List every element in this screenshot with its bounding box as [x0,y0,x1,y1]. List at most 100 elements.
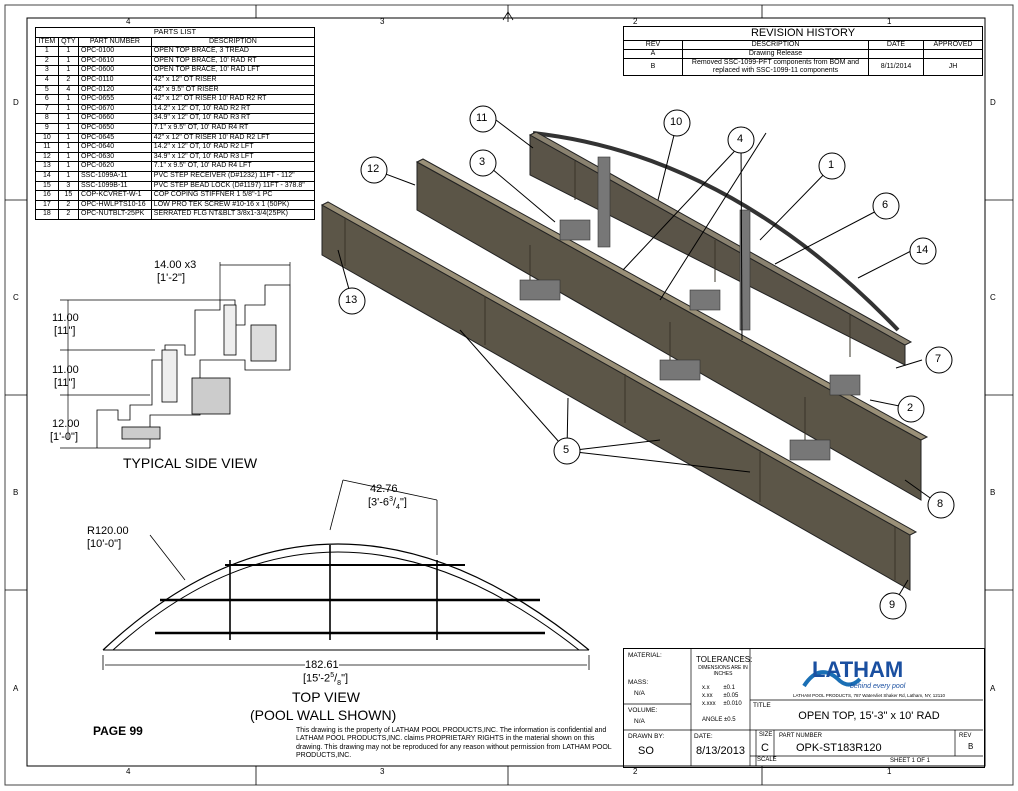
balloon-label: 11 [476,112,488,124]
dim-chord: 42.76 [370,483,398,495]
rev-cell: B [623,58,683,76]
qty-cell: 1 [57,55,80,67]
qty-cell: 1 [57,65,80,76]
latham-logo: LATHAM behind every pool [800,651,920,693]
description-cell: 14.2" x 12" OT, 10' RAD R2 LFT [150,142,316,153]
rev-label: REV [959,733,972,739]
description-cell: 7.1" x 9.5" OT, 10' RAD R4 LFT [150,161,316,172]
qty-cell: 1 [57,113,80,124]
angle-tolerance: ANGLE ±0.5 [702,717,736,723]
description-cell: SERRATED FLG NT&BLT 3/8x1-3/4(25PK) [150,209,316,220]
row-label: C [990,293,996,302]
balloon-label: 7 [935,353,942,365]
description-cell: 42" x 12" OT RISER [150,74,316,86]
qty-cell: 1 [57,161,80,172]
part-number-cell: OPC-0600 [78,65,152,76]
side-view-dimensions [60,262,291,449]
revision-header-row: REV DESCRIPTION DATE APPROVED [623,40,983,50]
description-cell: Drawing Release [682,49,869,59]
balloon-label: 1 [828,159,835,171]
item-cell: 12 [35,151,59,163]
material-label: MATERIAL: [628,652,662,659]
revision-history-title: REVISION HISTORY [623,26,983,40]
dim-radius: R120.00 [87,525,129,537]
part-number-cell: OPC-0100 [78,46,152,57]
mass-label: MASS: [628,679,649,686]
part-number-cell: SSC-1099B-11 [78,180,152,192]
approved-cell [923,49,983,59]
description-cell: 34.9" x 12" OT, 10' RAD R3 LFT [150,151,316,163]
balloon-label: 2 [907,402,914,414]
description-cell: 7.1" x 9.5" OT, 10' RAD R4 RT [150,122,316,134]
page-label: PAGE 99 [93,724,143,738]
volume-label: VOLUME: [628,707,658,714]
title-label: TITLE [753,702,771,709]
description-cell: 42" x 9.5" OT RISER [150,84,316,96]
part-number-cell: OPC-0620 [78,161,152,172]
part-number-cell: OPC-0645 [78,132,152,144]
date-label: DATE: [694,733,713,740]
svg-text:behind every pool: behind every pool [850,683,906,690]
part-number-cell: OPC-0610 [78,55,152,67]
qty-cell: 1 [57,103,80,115]
dim-width: 182.61 [305,659,339,671]
row-label: A [13,684,19,693]
description-cell: 42" x 12" OT RISER 10' RAD R2 LFT [150,132,316,144]
dim-h1-ft: [11"] [54,325,76,337]
part-number-cell: OPC-0110 [78,74,152,86]
part-number-cell: SSC-1099A-11 [78,170,152,182]
dim-h3: 12.00 [52,418,80,430]
date-value: 8/13/2013 [696,745,745,757]
item-cell: 6 [35,94,59,105]
parts-list-table: PARTS LIST ITEM QTY PART NUMBER DESCRIPT… [35,27,316,220]
parts-list-title: PARTS LIST [35,27,315,37]
approved-cell: JH [923,58,983,76]
item-cell: 5 [35,84,59,96]
description-cell: OPEN TOP BRACE, 10' RAD RT [150,55,316,67]
header-description: DESCRIPTION [150,36,316,48]
title-block: MATERIAL: MASS: N/A VOLUME: N/A DRAWN BY… [623,648,985,768]
mass-value: N/A [634,690,645,697]
item-cell: 8 [35,113,59,124]
company-address: LATHAM POOL PRODUCTS, 787 Watervliet Sha… [793,693,945,698]
col-label: 2 [633,17,638,26]
row-label: C [13,293,19,302]
header-item: ITEM [35,36,59,48]
col-label: 1 [887,767,892,776]
scale-label: SCALE [757,757,777,763]
qty-cell: 2 [57,199,80,211]
dim-h2: 11.00 [52,364,79,376]
title-block-lines [623,648,983,766]
side-view-sketch [96,284,291,449]
qty-cell: 15 [57,190,80,201]
qty-cell: 1 [57,170,80,182]
qty-cell: 3 [57,180,80,192]
part-number-label: PART NUMBER [779,733,823,739]
qty-cell: 1 [57,151,80,163]
part-number-cell: COP-KCVRET-W-1 [78,190,152,201]
col-label: 1 [887,17,892,26]
header-date: DATE [868,40,924,50]
description-cell: PVC STEP BEAD LOCK (D#1197) 11FT - 378.8… [150,180,316,192]
sheet-number: SHEET 1 OF 1 [890,758,930,764]
row-label: A [990,684,996,693]
part-number-cell: OPC-0120 [78,84,152,96]
volume-value: N/A [634,718,645,725]
item-cell: 14 [35,170,59,182]
col-label: 4 [126,767,131,776]
item-cell: 7 [35,103,59,115]
item-cell: 11 [35,142,59,153]
dim-radius-ft: [10'-0"] [87,538,122,550]
qty-cell: 2 [57,209,80,220]
item-cell: 17 [35,199,59,211]
